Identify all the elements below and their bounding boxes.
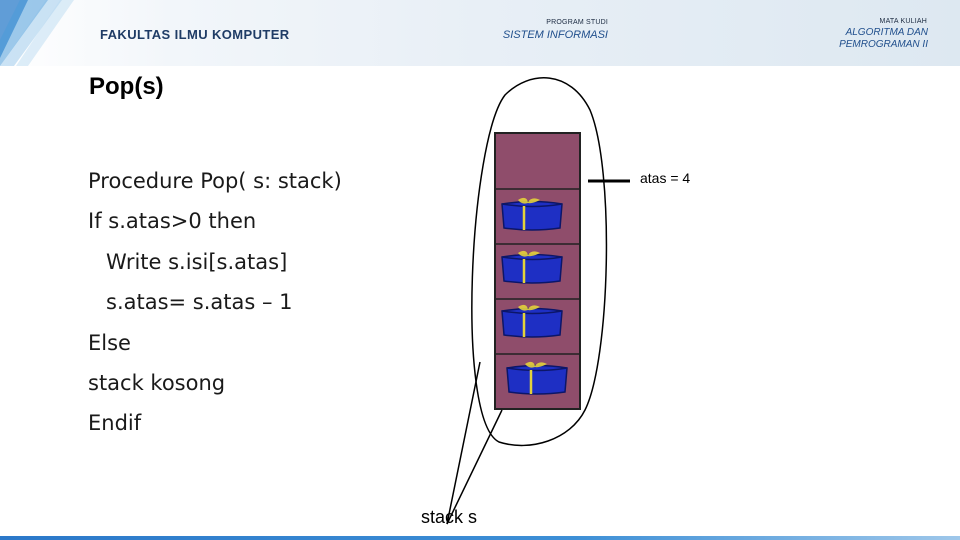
gift-box-icon [506,361,568,395]
program-value: SISTEM INFORMASI [502,29,608,41]
code-line: If s.atas>0 then [88,209,257,234]
code-line: Endif [88,411,142,436]
faculty-name: FAKULTAS ILMU KOMPUTER [100,27,290,42]
callout-tail-line [446,409,503,525]
course-value-line1: ALGORITMA DAN [845,27,928,38]
header-decoration [0,0,74,66]
stack-callout-outline [471,77,608,447]
code-line: Else [88,330,131,355]
footer-accent-line [0,536,960,540]
header-bar: FAKULTAS ILMU KOMPUTER PROGRAM STUDI SIS… [0,0,960,66]
code-line: stack kosong [88,370,226,395]
course-value: ALGORITMA DAN PEMROGRAMAN II [790,27,928,51]
course-label: MATA KULIAH [879,18,927,25]
pseudocode-block: Procedure Pop( s: stack) If s.atas>0 the… [88,162,342,445]
program-label: PROGRAM STUDI [546,19,608,26]
pointer-label: atas = 4 [640,170,691,186]
code-line: Procedure Pop( s: stack) [88,169,342,193]
stack-label: stack s [421,507,478,527]
gift-box-icon [501,250,563,284]
course-value-line2: PEMROGRAMAN II [839,39,928,50]
callout-tail-line [446,361,481,525]
slide-title: Pop(s) [89,73,164,100]
code-line: s.atas= s.atas – 1 [106,290,293,315]
gift-box-icon [501,197,563,231]
gift-box-icon [501,304,563,338]
code-line: Write s.isi[s.atas] [106,249,288,274]
